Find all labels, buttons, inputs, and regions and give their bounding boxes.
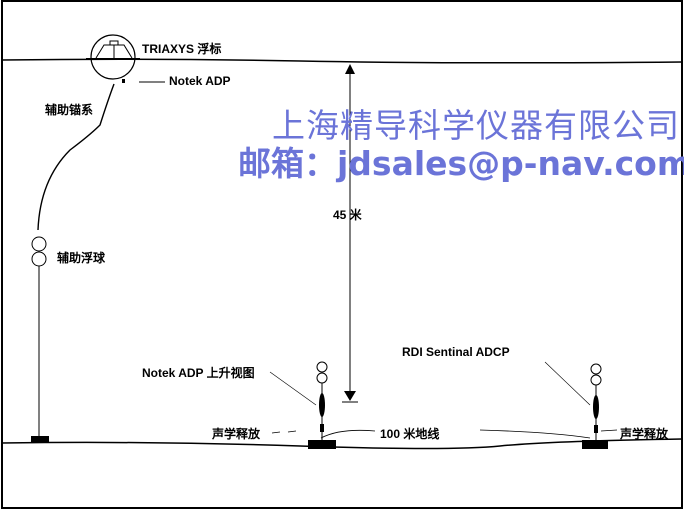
- ground-line-right: [479, 429, 591, 439]
- label-notek-adp: Notek ADP: [169, 74, 231, 88]
- notek-up-leader: [269, 371, 317, 406]
- label-rdi: RDI Sentinal ADCP: [402, 345, 510, 359]
- label-notek-up: Notek ADP 上升视图: [142, 366, 255, 380]
- notek-bottom-mooring-icon: [308, 361, 336, 449]
- aux-float-icon: [31, 236, 47, 267]
- seabed-line: [1, 438, 683, 450]
- ground-line-left: [320, 429, 376, 439]
- label-release-left: 声学释放: [212, 427, 261, 441]
- release-right-leader: [600, 429, 618, 432]
- rdi-leader: [544, 361, 591, 406]
- release-left-leader: [271, 430, 297, 434]
- rdi-bottom-mooring-icon: [582, 363, 608, 449]
- label-buoy: TRIAXYS 浮标: [142, 42, 222, 56]
- watermark-company: 上海精导科学仪器有限公司: [272, 106, 680, 145]
- watermark-email: 邮箱：jdsales@p-nav.com.cn: [238, 144, 684, 183]
- label-aux-float: 辅助浮球: [57, 251, 106, 265]
- label-aux-mooring: 辅助锚系: [45, 103, 94, 117]
- aux-mooring-line: [37, 83, 115, 231]
- triaxys-buoy-icon: [86, 34, 140, 83]
- label-depth: 45 米: [333, 208, 362, 222]
- depth-arrow-icon: [342, 64, 358, 403]
- label-ground-line: 100 米地线: [380, 427, 440, 441]
- aux-anchor-icon: [31, 436, 49, 443]
- label-release-right: 声学释放: [620, 427, 669, 441]
